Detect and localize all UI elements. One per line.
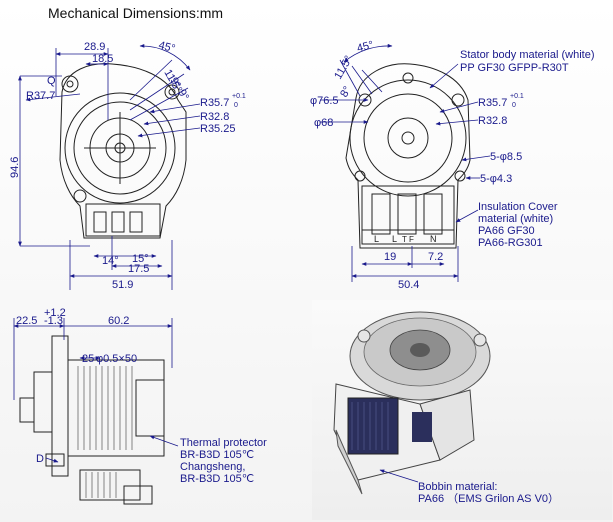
- terminal-l1: L: [374, 234, 379, 244]
- insulation-note-4: PA66-RG301: [478, 237, 543, 249]
- rear-r32-8: R32.8: [478, 115, 507, 127]
- page-title: Mechanical Dimensions:mm: [48, 5, 223, 21]
- stator-note-1: Stator body material (white): [460, 49, 595, 61]
- r32-8: R32.8: [200, 111, 229, 123]
- dim-60-2: 60.2: [108, 315, 129, 327]
- d76-5: φ76.5: [310, 95, 339, 107]
- dim-17-5: 17.5: [128, 263, 149, 275]
- bobbin-note-1: Bobbin material:: [418, 481, 498, 493]
- stator-note-2: PP GF30 GFPP-R30T: [460, 62, 569, 74]
- thermal-note-4: BR-B3D 105℃: [180, 473, 254, 485]
- terminal-tf: T F: [402, 235, 414, 244]
- terminal-l2: L: [392, 234, 397, 244]
- r35-25: R35.25: [200, 123, 235, 135]
- r35-7-tol-plus: +0.1: [232, 93, 246, 100]
- rear-r35-7: R35.7: [478, 97, 507, 109]
- insulation-note-1: Insulation Cover: [478, 201, 558, 213]
- r35-7-tol-zero: 0: [234, 102, 238, 109]
- dim-15: 15°: [132, 253, 149, 265]
- d68: φ68: [314, 117, 333, 129]
- angle-9-a: 9°: [167, 76, 183, 91]
- dim-22-5: 22.5: [16, 315, 37, 327]
- insulation-note-3: PA66 GF30: [478, 225, 535, 237]
- dim-19: 19: [384, 251, 396, 263]
- rear-view: 45° 11.5° 8° φ76.5 φ68 R35.7 +0.1 0 R32.…: [310, 39, 595, 291]
- angle-45: 45°: [157, 39, 176, 55]
- rear-angle-8: 8°: [338, 84, 354, 99]
- dim-51-9: 51.9: [112, 279, 133, 291]
- dim-14: 14°: [102, 255, 119, 267]
- terminal-n: N: [430, 234, 437, 244]
- dim-18-5: 18.5: [92, 53, 113, 65]
- thermal-note-3: Changsheng,: [180, 461, 245, 473]
- product-photo: Bobbin material: PA66 （EMS Grilon AS V0）: [312, 300, 612, 520]
- insulation-note-2: material (white): [478, 213, 553, 225]
- bobbin-note-2: PA66 （EMS Grilon AS V0）: [418, 492, 559, 505]
- dim-28-9: 28.9: [84, 41, 105, 53]
- dim-1-2: +1.2: [44, 307, 66, 319]
- thermal-note-2: BR-B3D 105℃: [180, 449, 254, 461]
- r35-7: R35.7: [200, 97, 229, 109]
- dim-25: 25: [82, 353, 94, 365]
- dim-50-4: 50.4: [398, 279, 419, 291]
- height-94-6: 94.6: [9, 157, 21, 178]
- hole-4-3: 5-φ4.3: [480, 173, 512, 185]
- dim-7-2: 7.2: [428, 251, 443, 263]
- side-view: +1.2 22.5 -1.3 60.2 25 φ0.5×50 D Thermal…: [13, 307, 267, 505]
- r37-7: R37.7: [26, 90, 55, 102]
- angle-9-b: 9°: [175, 88, 191, 103]
- rear-r35-7-tol-plus: +0.1: [510, 93, 524, 100]
- rear-angle-45: 45°: [356, 39, 375, 55]
- dim-minus-1-3: -1.3: [44, 315, 63, 327]
- hole-8-5: 5-φ8.5: [490, 151, 522, 163]
- rear-r35-7-tol-zero: 0: [512, 102, 516, 109]
- label-q: Q: [47, 75, 56, 87]
- label-d: D: [36, 453, 44, 465]
- front-view: 28.9 18.5 45° 11.5° 9° 9° Q R37.7 R35.7 …: [9, 39, 246, 291]
- dim-0-5x50: φ0.5×50: [96, 353, 137, 365]
- thermal-note-1: Thermal protector: [180, 437, 267, 449]
